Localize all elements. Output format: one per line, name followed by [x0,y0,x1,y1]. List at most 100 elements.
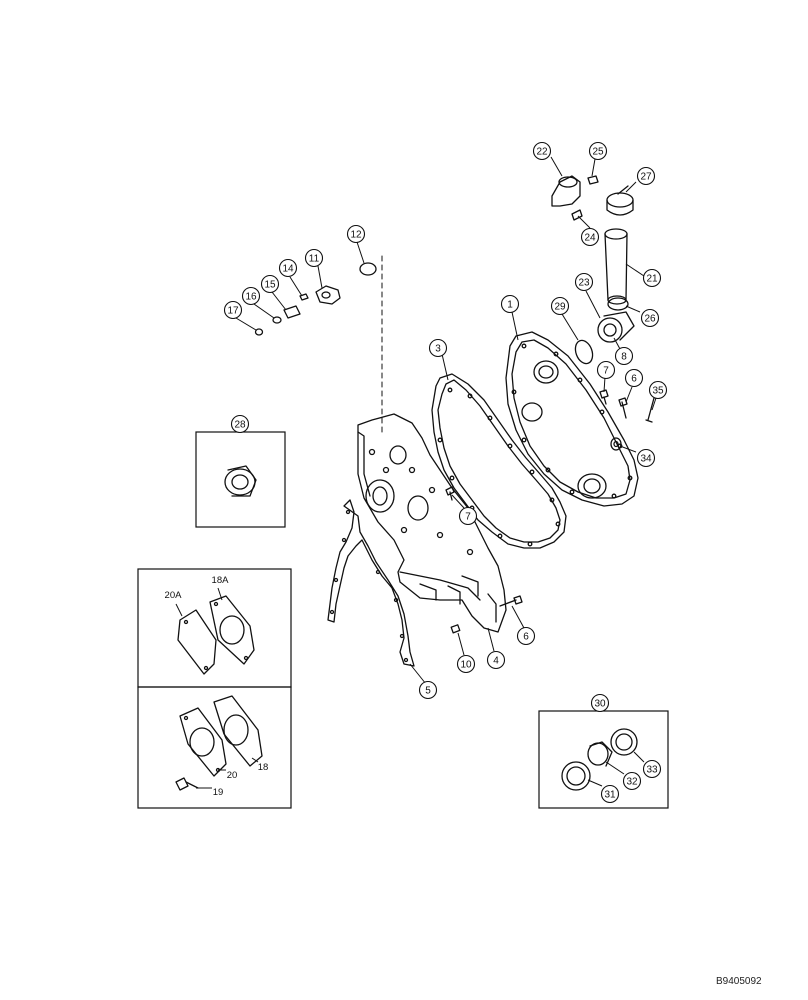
bracket-22-drawing [551,175,581,207]
callout-c6a: 6 [624,368,644,388]
callout-circle [346,224,366,244]
callout-circle [304,248,324,268]
callout-circle [418,680,438,700]
adapter-11-drawing [315,285,341,305]
stud-35-drawing [645,397,655,423]
callout-circle [614,346,634,366]
callout-number: 3 [435,344,441,355]
seal-31-drawing [561,761,591,791]
seal-ring-12-drawing [359,262,377,276]
callout-c14: 14 [278,258,298,278]
callout-number: 30 [594,699,606,710]
callout-circle [636,448,656,468]
callout-number: 28 [234,420,246,431]
callout-c1: 1 [500,294,520,314]
callout-c5: 5 [418,680,438,700]
seal-28-drawing [224,465,257,497]
callout-c25: 25 [588,141,608,161]
callout-c8: 8 [614,346,634,366]
bolt-19-drawing [175,777,199,791]
part-label-l19: 19 [213,787,224,798]
callout-c35: 35 [648,380,668,400]
callout-circle [624,368,644,388]
small-fittings-drawing [254,293,309,336]
part-label-l18: 18 [258,762,269,773]
callout-circle [223,300,243,320]
dowel-10-drawing [450,624,461,634]
bolt-7-lower-drawing [445,486,455,501]
callout-circle [278,258,298,278]
callout-circle [532,141,552,161]
callout-number: 15 [264,280,276,291]
callout-c32: 32 [622,771,642,791]
callout-circle [596,360,616,380]
callout-number: 23 [578,278,590,289]
callout-circle [588,141,608,161]
callout-c24: 24 [580,227,600,247]
callout-circle [550,296,570,316]
callout-number: 24 [584,233,596,244]
callout-number: 7 [465,512,471,523]
callout-c34: 34 [636,448,656,468]
callout-c16: 16 [241,286,261,306]
callout-c6b: 6 [516,626,536,646]
callout-circle [428,338,448,358]
callout-number: 34 [640,454,652,465]
drawing-id: B9405092 [716,976,762,987]
callout-number: 22 [536,147,548,158]
adapter-23-drawing [597,311,635,343]
callout-c27: 27 [636,166,656,186]
callout-number: 6 [523,632,529,643]
callout-number: 32 [626,777,638,788]
gasket-18a-drawing [209,595,255,665]
callout-circle [640,308,660,328]
part-label-l20a: 20A [165,590,183,601]
callout-circle [260,274,280,294]
callout-circle [648,380,668,400]
callout-number: 7 [603,366,609,377]
callout-c26: 26 [640,308,660,328]
callout-number: 26 [644,314,656,325]
bolt-6-upper-drawing [618,397,628,419]
callout-c7a: 7 [596,360,616,380]
cap-27-drawing [606,185,634,216]
callout-c29: 29 [550,296,570,316]
callout-circle [590,693,610,713]
callout-number: 17 [227,306,239,317]
callout-circle [456,654,476,674]
sleeve-32-drawing [587,741,613,767]
inset-box-18a-20a [137,568,292,688]
gasket-18-drawing [213,695,263,767]
front-cover-drawing [505,331,639,507]
inset-box-18-20 [137,686,292,809]
callout-circle [636,166,656,186]
callout-circle [241,286,261,306]
callout-circle [458,506,478,526]
callout-number: 25 [592,147,604,158]
part-label-l20: 20 [227,770,238,781]
callout-c21: 21 [642,268,662,288]
callout-number: 1 [507,300,513,311]
gasket-5-drawing [327,499,415,667]
inset-box-28 [195,431,286,528]
screw-25-drawing [587,175,599,185]
callout-c17: 17 [223,300,243,320]
callout-number: 29 [554,302,566,313]
callout-c23: 23 [574,272,594,292]
callout-c4: 4 [486,650,506,670]
callout-circle [622,771,642,791]
oring-26-drawing [607,297,629,311]
callout-number: 31 [604,790,616,801]
gear-housing-drawing [357,413,507,633]
callout-circle [574,272,594,292]
seal-33-drawing [610,728,638,756]
callout-number: 8 [621,352,627,363]
bolt-6-lower-drawing [499,595,523,607]
callout-circle [516,626,536,646]
part-label-l18a: 18A [212,575,230,586]
callout-c12: 12 [346,224,366,244]
callout-c3: 3 [428,338,448,358]
callout-layer: 1345667781011121415161721222324252627282… [223,141,668,804]
callout-number: 10 [460,660,472,671]
